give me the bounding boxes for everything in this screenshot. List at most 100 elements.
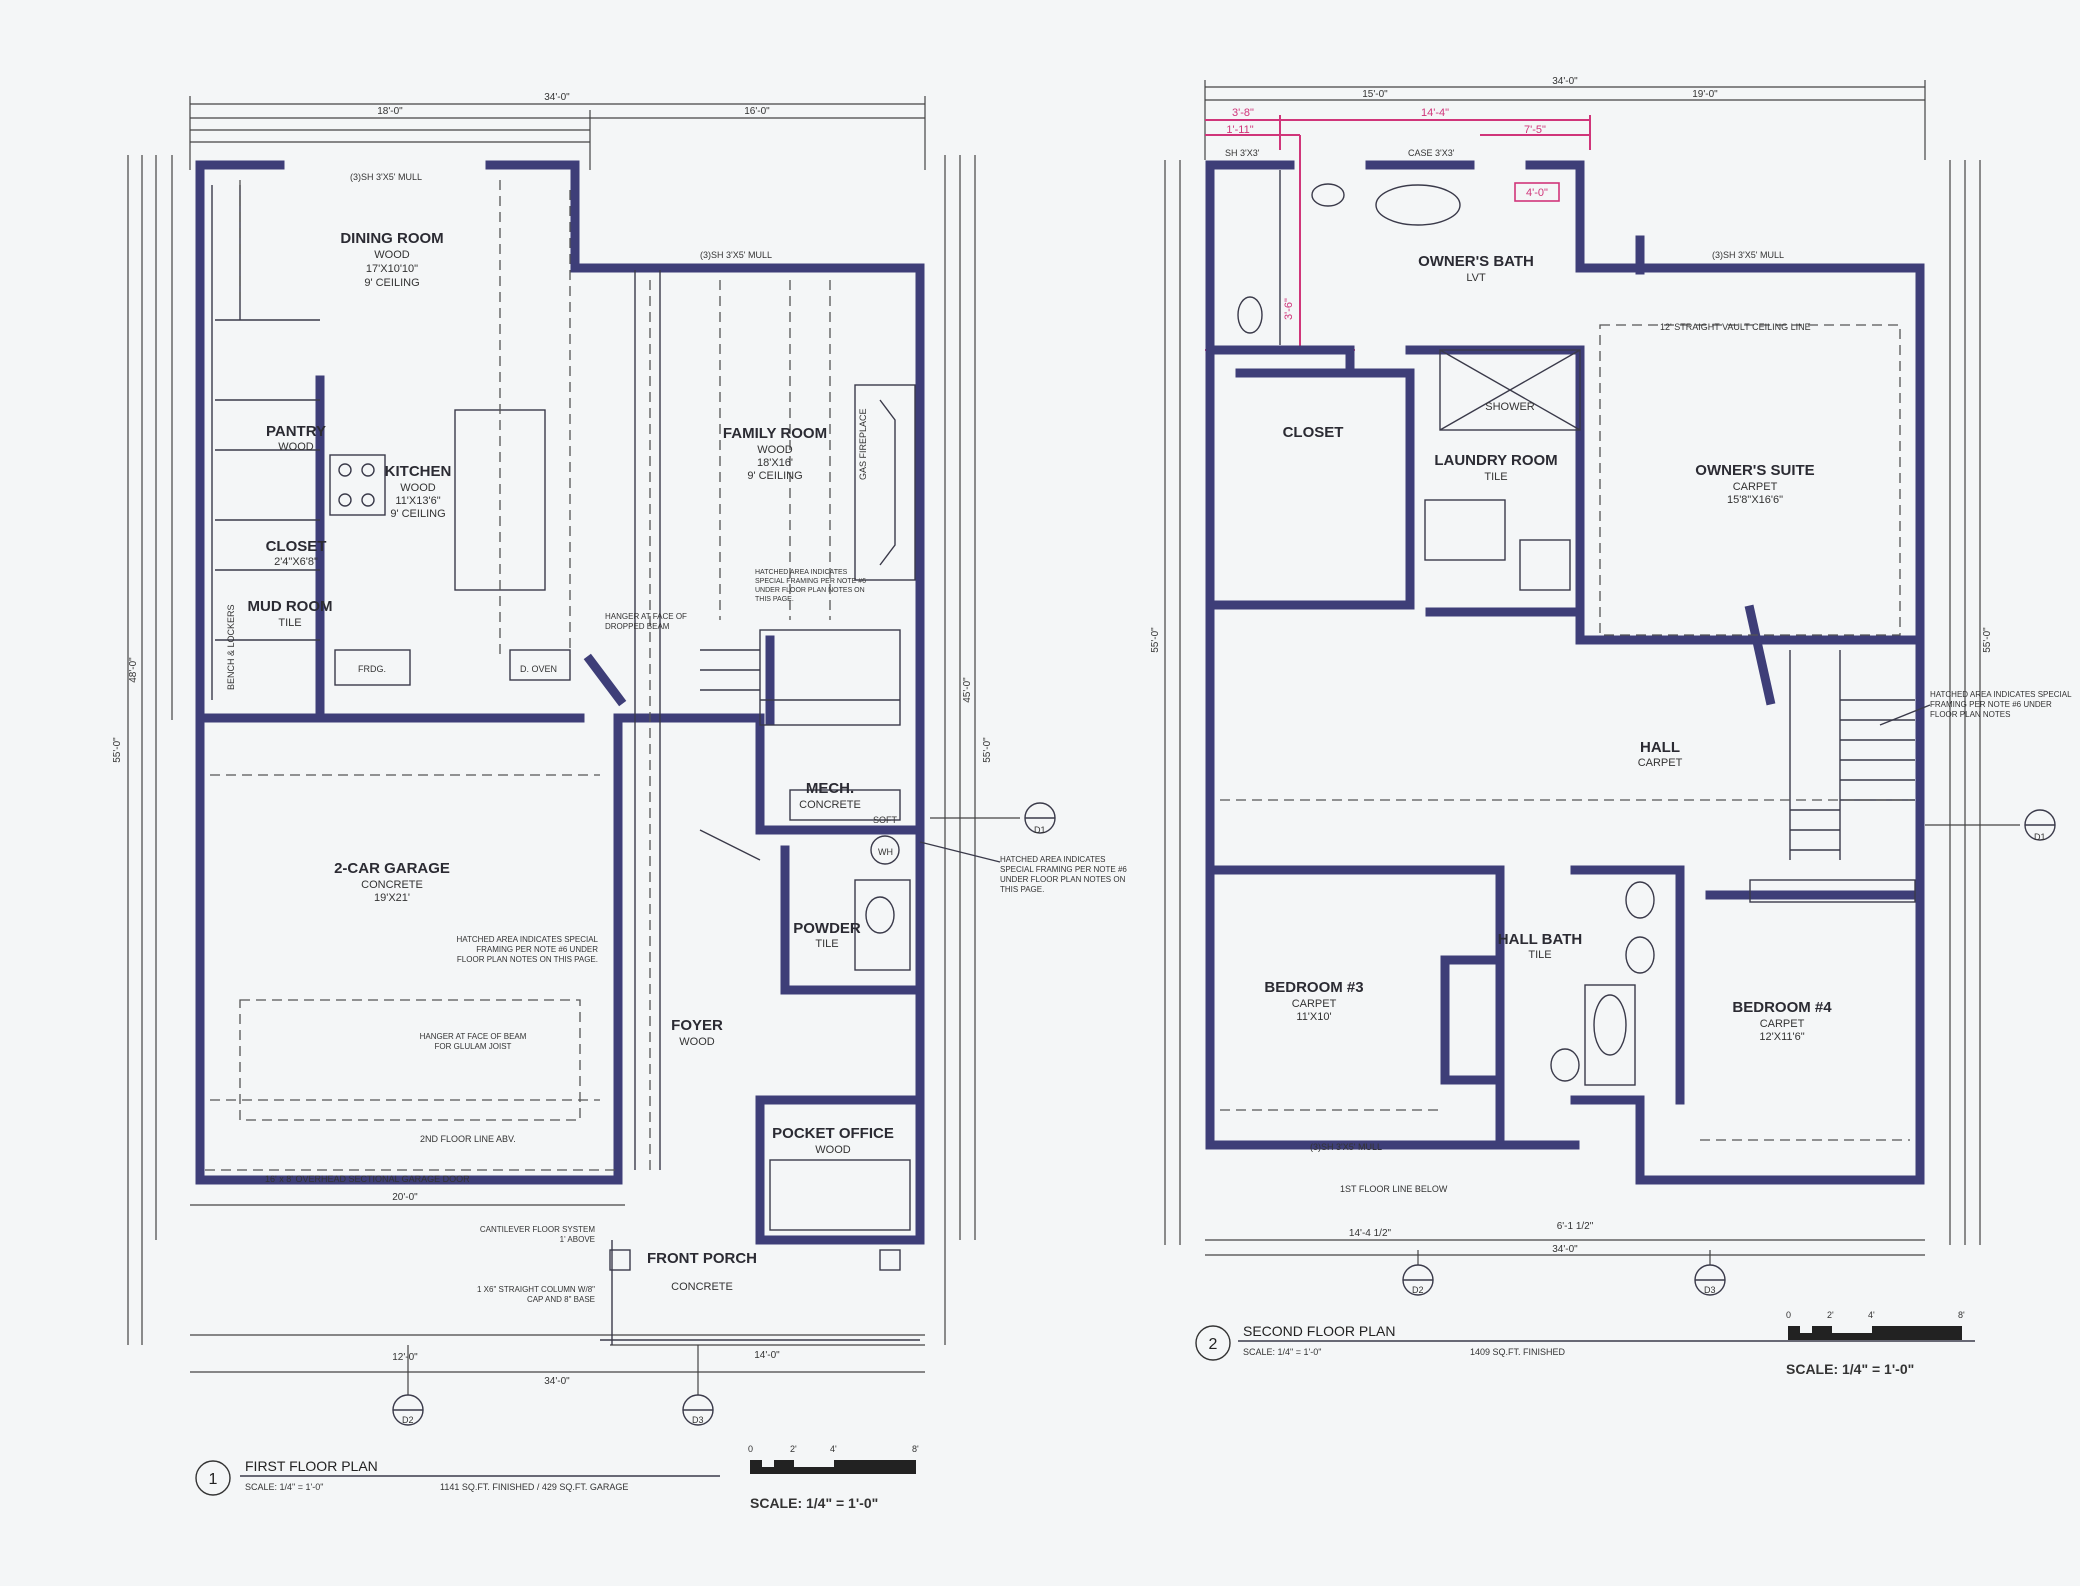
room2-owners-suite: OWNER'S SUITE — [1695, 462, 1814, 479]
plan-title: FIRST FLOOR PLAN — [245, 1458, 378, 1474]
svg-text:TILE: TILE — [1528, 949, 1551, 961]
dim-right-b: 45'-0" — [962, 677, 973, 703]
svg-text:WOOD: WOOD — [679, 1036, 714, 1048]
room2-hall-bath: HALL BATH — [1498, 931, 1582, 948]
dim-bottom-c: 20'-0" — [392, 1192, 418, 1203]
scale-bar — [750, 1460, 916, 1474]
note-column: 1 X6" STRAIGHT COLUMN W/8" CAP AND 8" BA… — [477, 1285, 595, 1304]
first-floor-dimensions: 34'-0" 18'-0" 16'-0" 55'-0" 48'-0" 55'-0… — [112, 92, 993, 1387]
label-water-heater: WH — [878, 847, 893, 857]
note-hatched-family: HATCHED AREA INDICATES SPECIAL FRAMING P… — [755, 569, 866, 603]
svg-text:WOOD: WOOD — [400, 482, 435, 494]
second-floor-interior-lines — [1220, 170, 1916, 1141]
svg-text:0: 0 — [748, 1444, 753, 1454]
pink-dim-c: 1'-11" — [1226, 124, 1253, 136]
first-floor-annotations: (3)SH 3'X5' MULL (3)SH 3'X5' MULL FRDG. … — [226, 172, 1127, 1304]
plan2-number-circle — [1195, 1325, 1231, 1361]
label-gas-fireplace: GAS FIREPLACE — [858, 408, 868, 480]
pink-dim-f: 3'-6" — [1283, 298, 1295, 320]
first-floor-room-labels: DINING ROOM WOOD 17'X10'10" 9' CEILING P… — [248, 230, 894, 1293]
svg-text:12'X11'6": 12'X11'6" — [1759, 1031, 1804, 1043]
svg-text:D3: D3 — [692, 1415, 704, 1425]
label-fridge: FRDG. — [358, 664, 386, 674]
svg-text:CARPET: CARPET — [1292, 998, 1337, 1010]
room2-bedroom-3: BEDROOM #3 — [1264, 979, 1363, 996]
room-name-garage: 2-CAR GARAGE — [334, 860, 450, 877]
room2-shower: SHOWER — [1485, 401, 1535, 413]
pink-dim-e: 4'-0" — [1526, 187, 1548, 199]
plan-area: 1141 SQ.FT. FINISHED / 429 SQ.FT. GARAGE — [440, 1482, 628, 1492]
svg-text:4': 4' — [830, 1444, 837, 1454]
dim2-right-overall: 55'-0" — [1982, 627, 1993, 653]
label-window-family: (3)SH 3'X5' MULL — [700, 250, 772, 260]
scale-bar-2 — [1788, 1326, 1962, 1340]
second-floor-title-block: 2 SECOND FLOOR PLAN SCALE: 1/4" = 1'-0" … — [1195, 1310, 1975, 1377]
first-floor-section-markers: D1 D2 D3 — [392, 802, 1056, 1426]
svg-text:18'X16': 18'X16' — [757, 457, 793, 469]
second-floor-plan: 34'-0" 15'-0" 19'-0" 3'-8" 14'-4" 1'-11"… — [1150, 76, 2071, 1377]
svg-text:WOOD: WOOD — [374, 249, 409, 261]
room-name-powder: POWDER — [793, 920, 861, 937]
note-hanger-face: HANGER AT FACE OF DROPPED BEAM — [605, 612, 687, 631]
dim-left-overall: 55'-0" — [112, 737, 123, 763]
scale2-label: SCALE: 1/4" = 1'-0" — [1786, 1361, 1914, 1377]
first-floor-title-block: 1 FIRST FLOOR PLAN SCALE: 1/4" = 1'-0" 1… — [195, 1444, 919, 1511]
svg-text:2': 2' — [790, 1444, 797, 1454]
label2-window-top: CASE 3'X3' — [1408, 148, 1455, 158]
svg-text:9' CEILING: 9' CEILING — [747, 470, 802, 482]
svg-text:CARPET: CARPET — [1638, 757, 1683, 769]
note-cantilever: CANTILEVER FLOOR SYSTEM 1' ABOVE — [480, 1225, 595, 1244]
room2-hall: HALL — [1640, 739, 1680, 756]
first-floor-dashed-lines — [205, 180, 831, 1171]
label-soft: SOFT — [873, 815, 898, 825]
svg-text:D2: D2 — [1412, 1285, 1424, 1295]
second-floor-section-markers: D1 D2 D3 — [1402, 809, 2056, 1296]
room2-bedroom-4: BEDROOM #4 — [1732, 999, 1832, 1016]
dim-top-right: 16'-0" — [744, 106, 770, 117]
room2-owners-bath: OWNER'S BATH — [1418, 253, 1534, 270]
svg-text:WOOD: WOOD — [278, 441, 313, 453]
svg-text:TILE: TILE — [1484, 471, 1507, 483]
svg-text:15'8"X16'6": 15'8"X16'6" — [1727, 494, 1783, 506]
dim2-bottom-a: 14'-4 1/2" — [1349, 1228, 1392, 1239]
dim-bottom-b: 34'-0" — [544, 1376, 570, 1387]
first-floor-plan: 34'-0" 18'-0" 16'-0" 55'-0" 48'-0" 55'-0… — [112, 92, 1127, 1511]
label2-floor-line: 1ST FLOOR LINE BELOW — [1340, 1184, 1448, 1194]
stair-lines — [1789, 650, 1915, 860]
plan-number-circle — [195, 1460, 231, 1496]
plan-scale: SCALE: 1/4" = 1'-0" — [245, 1482, 323, 1492]
dim-overall-top: 34'-0" — [544, 92, 570, 103]
svg-text:2'4"X6'8": 2'4"X6'8" — [274, 556, 318, 568]
note2-hatched: HATCHED AREA INDICATES SPECIAL FRAMING P… — [1930, 690, 2071, 719]
room-name-kitchen: KITCHEN — [385, 463, 452, 480]
svg-text:11'X13'6": 11'X13'6" — [395, 495, 440, 507]
svg-text:D1: D1 — [1034, 825, 1046, 835]
svg-text:9' CEILING: 9' CEILING — [364, 277, 419, 289]
dim-top-left: 18'-0" — [377, 106, 403, 117]
dim2-bottom-c: 6'-1 1/2" — [1557, 1221, 1594, 1232]
first-floor-interior-lines — [211, 185, 920, 1345]
dim2-top-left: 15'-0" — [1362, 89, 1388, 100]
label2-window-mid: (3)SH 3'X5' MULL — [1712, 250, 1784, 260]
room-name-pocket-office: POCKET OFFICE — [772, 1125, 894, 1142]
label-garage-door: 16' x 8' OVERHEAD SECTIONAL GARAGE DOOR — [265, 1174, 470, 1184]
svg-text:D1: D1 — [2034, 832, 2046, 842]
label2-vault: 12' STRAIGHT VAULT CEILING LINE — [1660, 322, 1811, 332]
svg-text:TILE: TILE — [815, 938, 838, 950]
svg-text:CARPET: CARPET — [1733, 481, 1778, 493]
svg-text:17'X10'10": 17'X10'10" — [366, 263, 418, 275]
note-hatched-garage: HATCHED AREA INDICATES SPECIAL FRAMING P… — [456, 935, 598, 964]
dim-bottom-d: 14'-0" — [754, 1350, 780, 1361]
svg-text:19'X21': 19'X21' — [374, 892, 410, 904]
room-name-family: FAMILY ROOM — [723, 425, 827, 442]
room-name-pantry: PANTRY — [266, 423, 326, 440]
svg-text:8': 8' — [912, 1444, 919, 1454]
svg-text:CONCRETE: CONCRETE — [799, 799, 861, 811]
plan2-title: SECOND FLOOR PLAN — [1243, 1323, 1395, 1339]
plan2-number: 2 — [1209, 1336, 1218, 1353]
dim2-top-right: 19'-0" — [1692, 89, 1718, 100]
note-hanger-beam: HANGER AT FACE OF BEAM FOR GLULAM JOIST — [420, 1032, 527, 1051]
room2-closet: CLOSET — [1283, 424, 1344, 441]
dim2-overall-top: 34'-0" — [1552, 76, 1578, 87]
